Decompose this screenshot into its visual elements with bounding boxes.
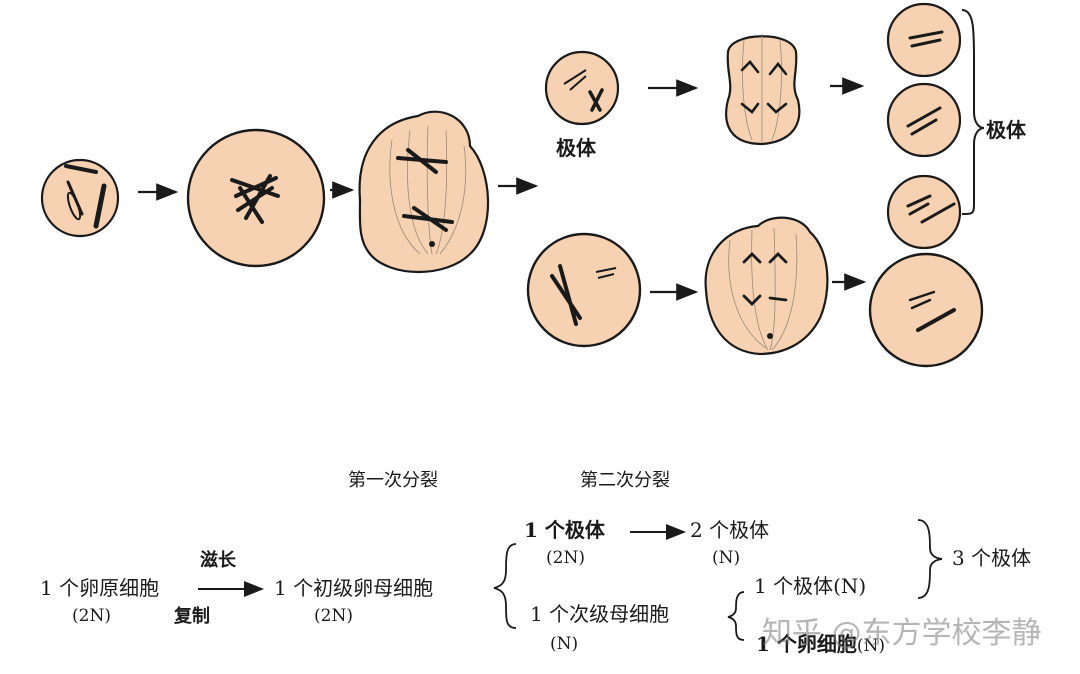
label-polar-body-bracket: 极体	[986, 118, 1026, 142]
label-second-division: 第二次分裂	[580, 470, 670, 491]
label-first-polar-body: 1 个极体	[524, 518, 605, 542]
secondary-oocyte-cell	[526, 232, 642, 348]
label-replication: 复制	[174, 606, 210, 627]
label-polar-body-n: 1 个极体(N)	[754, 574, 867, 598]
label-secondary-oocyte: 1 个次级母细胞	[530, 602, 670, 626]
label-three-polar-bodies: 3 个极体	[952, 546, 1032, 570]
label-polar-body-top: 极体	[556, 136, 596, 160]
label-egg-cell-ploidy: (N)	[856, 636, 886, 656]
brace-primary	[493, 543, 517, 629]
dividing-polar-body-cell	[725, 34, 801, 146]
label-egg-cell: 1 个卵细胞(N)	[756, 632, 886, 656]
polar-body-1	[886, 2, 962, 78]
label-growth: 滋长	[200, 550, 236, 571]
label-first-polar-body-ploidy: (2N)	[546, 548, 585, 568]
metaphase-two-cell	[704, 216, 829, 356]
label-primary-oocyte: 1 个初级卵母细胞	[274, 576, 434, 600]
label-first-division: 第一次分裂	[348, 470, 438, 491]
watermark: 知乎 @东方学校李静	[762, 616, 1042, 651]
label-two-polar-bodies-ploidy: (N)	[712, 548, 741, 568]
label-primary-oocyte-ploidy: (2N)	[314, 606, 353, 626]
metaphase-one-cell	[358, 110, 490, 274]
brace-polar-bodies	[917, 519, 943, 599]
oogonium-cell	[40, 158, 120, 238]
polar-body-3	[886, 174, 962, 250]
brace-secondary	[727, 591, 745, 641]
polar-body-2	[886, 82, 962, 158]
primary-oocyte-cell	[186, 128, 326, 268]
label-secondary-oocyte-ploidy: (N)	[550, 634, 579, 654]
label-two-polar-bodies: 2 个极体	[690, 518, 770, 542]
first-polar-body-cell	[544, 50, 620, 126]
egg-cell	[868, 252, 984, 368]
polar-body-bracket	[961, 9, 985, 215]
label-oogonium-ploidy: (2N)	[72, 606, 111, 626]
label-oogonium: 1 个卵原细胞	[40, 576, 160, 600]
